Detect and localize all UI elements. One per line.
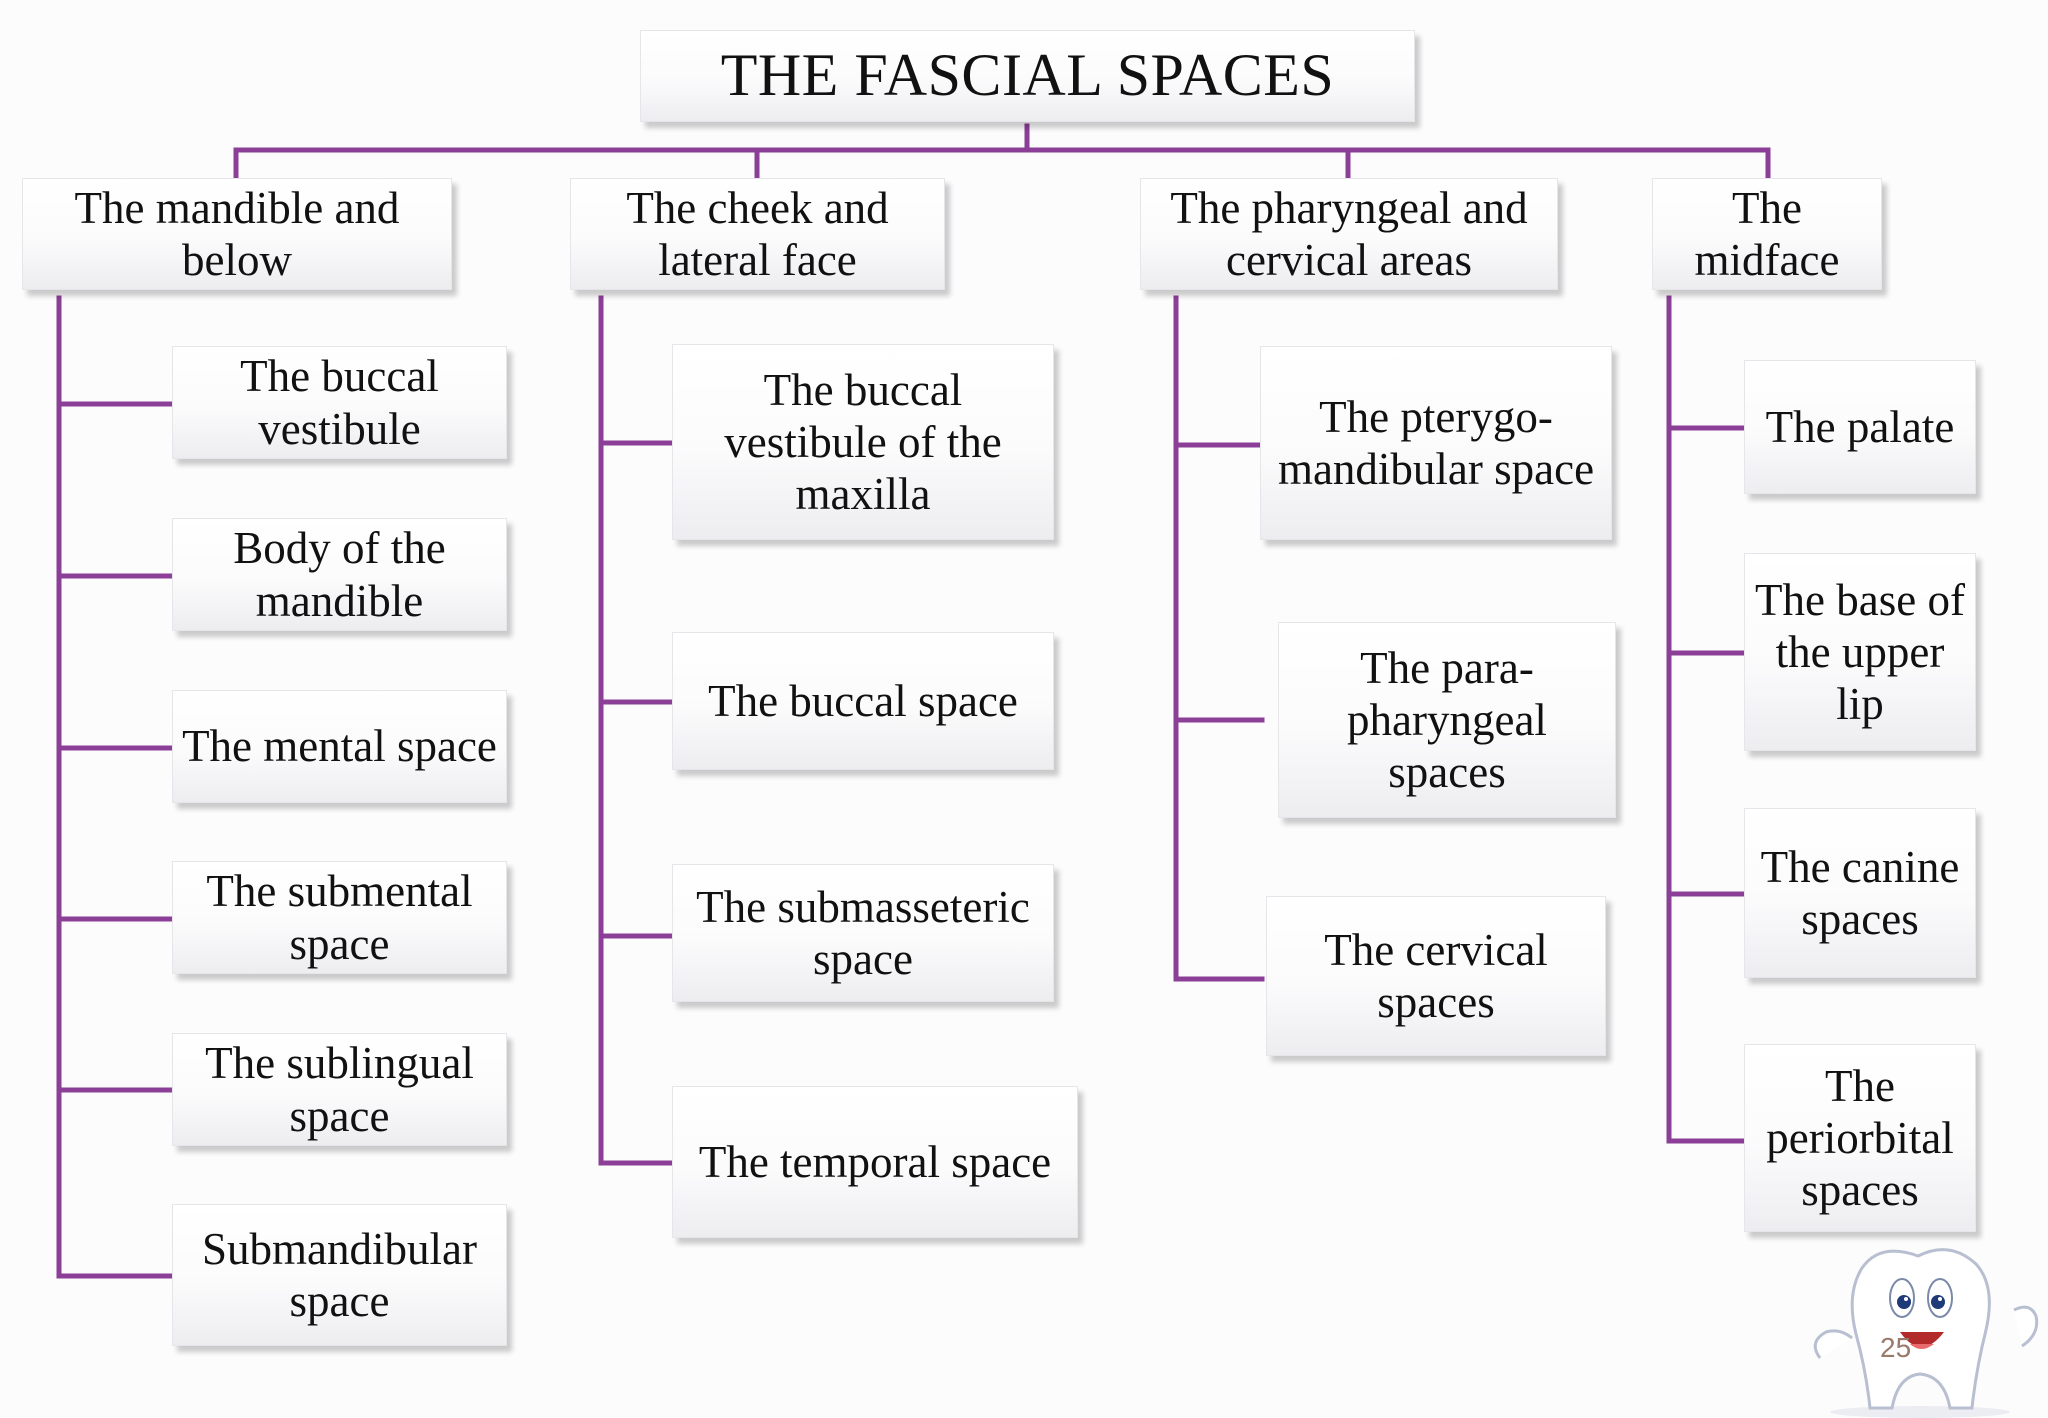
diagram-title: THE FASCIAL SPACES (640, 30, 1415, 122)
page-number: 25 (1880, 1332, 1912, 1363)
item-body-of-mandible: Body of the mandible (172, 518, 507, 631)
item-parapharyngeal-spaces: The para- pharyngeal spaces (1278, 622, 1616, 818)
tooth-mascot-icon (1813, 1248, 2039, 1418)
item-buccal-space: The buccal space (672, 632, 1054, 770)
item-canine-spaces: The canine spaces (1744, 808, 1976, 978)
item-mental-space: The mental space (172, 690, 507, 803)
item-buccal-vestibule-maxilla: The buccal vestibule of the maxilla (672, 344, 1054, 540)
header-mandible-and-below: The mandible and below (22, 178, 452, 290)
item-periorbital-spaces: The periorbital spaces (1744, 1044, 1976, 1232)
item-sublingual-space: The sublingual space (172, 1033, 507, 1146)
item-cervical-spaces: The cervical spaces (1266, 896, 1606, 1056)
header-cheek-and-lateral-face: The cheek and lateral face (570, 178, 945, 290)
item-base-of-upper-lip: The base of the upper lip (1744, 553, 1976, 751)
item-palate: The palate (1744, 360, 1976, 494)
header-pharyngeal-and-cervical-areas: The pharyngeal and cervical areas (1140, 178, 1558, 290)
item-buccal-vestibule: The buccal vestibule (172, 346, 507, 459)
item-submasseteric-space: The submasseteric space (672, 864, 1054, 1002)
header-midface: The midface (1652, 178, 1882, 290)
item-pterygomandibular-space: The pterygo- mandibular space (1260, 346, 1612, 540)
item-submandibular-space: Submandibular space (172, 1204, 507, 1346)
item-temporal-space: The temporal space (672, 1086, 1078, 1238)
item-submental-space: The submental space (172, 861, 507, 974)
